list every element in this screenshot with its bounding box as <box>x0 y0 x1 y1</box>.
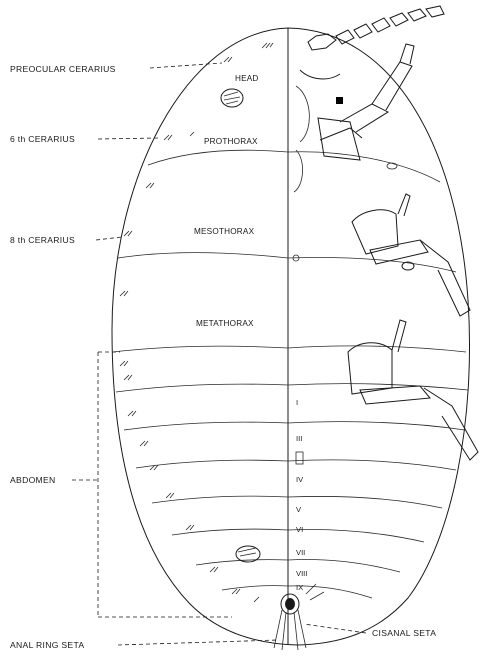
sixth-cerarius-label: 6 th CERARIUS <box>10 134 75 144</box>
cisanal-seta-label: CISANAL SETA <box>372 628 436 638</box>
eighth-cerarius-label: 8 th CERARIUS <box>10 235 75 245</box>
midleg <box>352 194 470 316</box>
sixth-leader <box>98 138 160 139</box>
mesothorax-label: MESOTHORAX <box>194 227 255 236</box>
metathorax-label: METATHORAX <box>196 319 254 328</box>
abdomen-label: ABDOMEN <box>10 475 56 485</box>
cisanal-leader <box>304 624 366 633</box>
segment-numeral: IX <box>296 583 303 592</box>
abdominal-spot <box>236 546 260 562</box>
anal-ring-leader <box>118 640 278 645</box>
segment-numeral: V <box>296 505 302 514</box>
body-outline <box>112 28 470 645</box>
segment-numeral: IV <box>296 475 304 484</box>
abdomen-bracket <box>72 352 232 617</box>
internal-organs <box>293 86 397 464</box>
segment-numeral: III <box>296 434 302 443</box>
anal-ring <box>274 584 324 650</box>
head-label: HEAD <box>235 74 259 83</box>
preocular-cerarius-label: PREOCULAR CERARIUS <box>10 64 116 74</box>
preocular-leader <box>150 63 222 68</box>
eighth-leader <box>96 237 122 240</box>
marker-square <box>336 97 343 104</box>
segment-lines-right <box>288 152 468 598</box>
anal-ring-seta-label: ANAL RING SETA <box>10 640 84 650</box>
segment-numeral: VI <box>296 525 303 534</box>
foreleg <box>300 44 414 160</box>
prothorax-label: PROTHORAX <box>204 137 258 146</box>
segment-numeral: VIII <box>296 569 307 578</box>
segment-lines-left <box>113 150 288 590</box>
hindleg <box>348 320 478 460</box>
antenna <box>308 6 444 50</box>
segment-numerals: I III IV V VI VII VIII IX <box>296 398 307 592</box>
segment-numeral: VII <box>296 548 305 557</box>
segment-numeral: I <box>296 398 298 407</box>
eye-spot <box>221 89 243 107</box>
